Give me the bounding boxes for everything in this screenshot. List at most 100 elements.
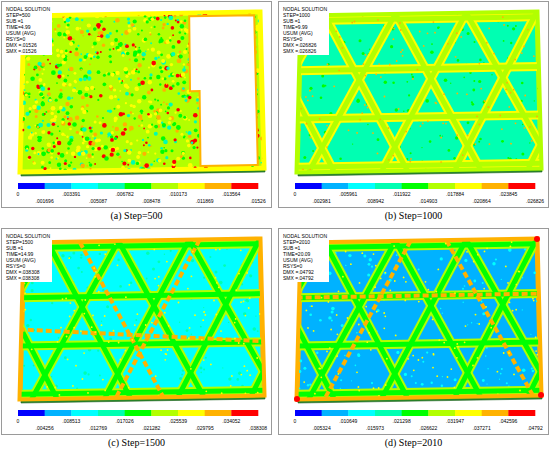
colorbar-segment	[205, 410, 232, 416]
contour-speck	[33, 162, 36, 165]
contour-speck	[67, 75, 69, 77]
contour-speck	[166, 54, 171, 59]
contour-speck	[93, 56, 96, 59]
contour-speck	[244, 365, 246, 367]
contour-speck	[158, 56, 160, 58]
contour-speck	[201, 339, 203, 341]
contour-speck	[102, 117, 104, 119]
contour-speck	[87, 392, 89, 394]
contour-speck	[97, 147, 101, 151]
contour-speck	[109, 55, 112, 58]
contour-speck	[327, 64, 329, 66]
contour-speck	[422, 122, 424, 124]
contour-speck	[410, 158, 412, 160]
contour-speck	[501, 140, 504, 143]
contour-speck	[437, 27, 439, 29]
contour-speck	[125, 350, 127, 352]
contour-speck	[125, 92, 129, 96]
contour-speck	[158, 285, 160, 287]
contour-speck	[165, 156, 168, 159]
contour-speck	[215, 249, 217, 251]
contour-speck	[117, 98, 119, 100]
colorbar-segment	[45, 410, 72, 416]
contour-speck	[130, 104, 133, 107]
contour-speck	[110, 153, 114, 157]
contour-speck	[194, 120, 197, 123]
result-panel: NODAL SOLUTIONSTEP=500SUB =1TIME=4.99USU…	[1, 1, 272, 208]
contour-speck	[104, 145, 108, 149]
contour-speck	[187, 131, 191, 135]
contour-speck	[205, 357, 207, 359]
contour-speck	[200, 367, 203, 370]
contour-speck	[36, 106, 41, 111]
contour-speck	[28, 156, 31, 159]
contour-speck	[433, 21, 435, 23]
contour-speck	[97, 99, 99, 101]
contour-speck	[113, 48, 115, 50]
contour-speck	[122, 54, 125, 57]
contour-speck	[89, 162, 91, 164]
contour-speck	[162, 77, 165, 80]
contour-speck	[31, 348, 33, 350]
contour-speck	[363, 63, 365, 65]
contour-speck	[144, 163, 149, 168]
contour-speck	[152, 268, 155, 271]
contour-speck	[80, 163, 85, 168]
contour-speck	[58, 70, 62, 74]
contour-speck	[53, 145, 56, 148]
contour-speck	[400, 29, 402, 31]
contour-speck	[167, 112, 170, 115]
contour-speck	[356, 332, 358, 334]
contour-speck	[125, 75, 128, 78]
contour-speck	[143, 144, 145, 146]
contour-speck	[203, 368, 205, 370]
contour-field	[279, 229, 549, 418]
contour-speck	[178, 157, 180, 159]
contour-speck	[55, 99, 58, 102]
contour-speck	[467, 121, 470, 124]
contour-speck	[74, 156, 76, 158]
colorbar-segment	[508, 183, 535, 189]
contour-speck	[73, 327, 75, 329]
contour-speck	[67, 96, 71, 100]
contour-speck	[109, 61, 112, 64]
contour-speck	[79, 131, 83, 135]
contour-speck	[162, 124, 166, 128]
contour-speck	[128, 73, 131, 76]
contour-speck	[514, 59, 516, 61]
colorbar-value: .006782	[116, 191, 134, 197]
contour-speck	[118, 78, 121, 81]
contour-speck	[68, 256, 71, 259]
contour-speck	[51, 112, 54, 115]
contour-speck	[240, 374, 242, 376]
contour-speck	[157, 285, 159, 287]
contour-speck	[182, 87, 185, 90]
contour-speck	[442, 313, 443, 314]
contour-speck	[194, 314, 196, 316]
contour-speck	[535, 336, 537, 338]
contour-speck	[186, 48, 188, 50]
contour-speck	[184, 33, 186, 35]
contour-speck	[153, 249, 155, 251]
contour-speck	[399, 22, 401, 24]
contour-speck	[260, 162, 262, 164]
contour-speck	[113, 330, 115, 332]
contour-speck	[200, 372, 202, 374]
contour-speck	[71, 97, 73, 99]
contour-speck	[420, 125, 422, 127]
contour-speck	[80, 53, 82, 55]
colorbar-value: .004256	[36, 425, 54, 431]
contour-speck	[112, 126, 114, 128]
contour-speck	[162, 68, 164, 70]
contour-speck	[51, 106, 56, 111]
contour-speck	[392, 155, 394, 157]
contour-speck	[106, 34, 110, 38]
contour-speck	[122, 161, 126, 165]
contour-speck	[49, 99, 52, 102]
contour-speck	[501, 128, 503, 130]
contour-speck	[100, 131, 103, 134]
contour-speck	[396, 254, 398, 256]
contour-speck	[35, 100, 39, 104]
header-line: DMX =.038308	[6, 269, 50, 275]
contour-speck	[408, 94, 410, 96]
